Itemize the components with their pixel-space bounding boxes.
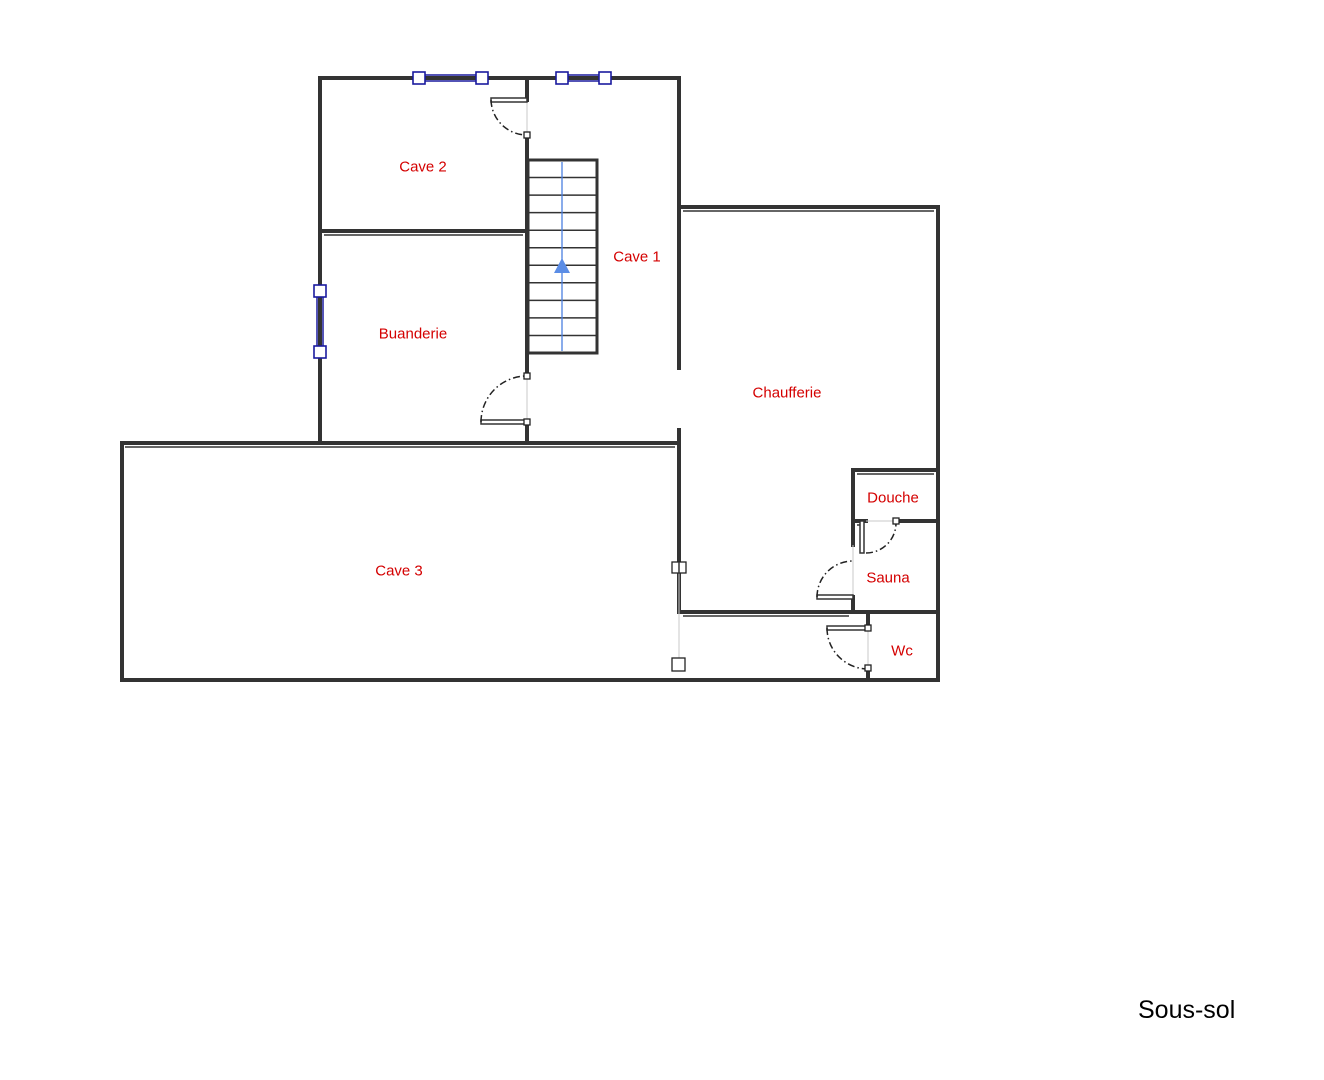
sheet-title: Sous-sol — [1138, 996, 1236, 1024]
window-north-right — [555, 71, 612, 85]
window-west — [313, 284, 327, 359]
staircase — [526, 158, 599, 355]
windows — [313, 71, 612, 359]
door-buanderie — [480, 372, 531, 426]
room-label-cave-2: Cave 2 — [399, 158, 447, 176]
window-north-left — [412, 71, 489, 85]
room-label-buanderie: Buanderie — [378, 325, 448, 343]
room-label-wc: Wc — [891, 642, 913, 660]
room-label-cave-3: Cave 3 — [375, 562, 423, 580]
room-label-sauna: Sauna — [866, 569, 910, 587]
door-cave-3 — [671, 561, 687, 672]
room-label-chaufferie: Chaufferie — [752, 384, 822, 402]
door-sauna — [816, 545, 854, 600]
room-label-cave-1: Cave 1 — [613, 248, 661, 266]
doors — [480, 97, 900, 672]
room-label-douche: Douche — [867, 489, 919, 507]
stair-direction-arrow — [554, 258, 570, 273]
door-douche — [859, 517, 900, 554]
door-wc — [826, 624, 872, 672]
wall-inner-lines — [125, 210, 934, 617]
door-cave-2 — [490, 97, 531, 139]
